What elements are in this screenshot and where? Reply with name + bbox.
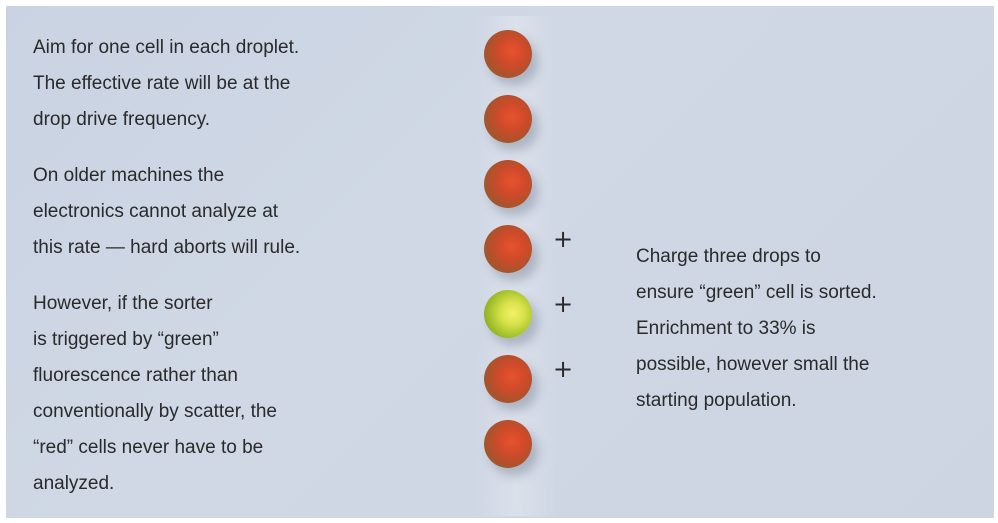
charge-plus-sign: + [553, 290, 574, 318]
text-line: possible, however small the [636, 354, 870, 375]
diagram-panel: Aim for one cell in each droplet. The ef… [6, 6, 994, 518]
red-droplet [484, 420, 532, 468]
text-line: Charge three drops to [636, 246, 821, 267]
text-line: fluorescence rather than [33, 365, 238, 386]
paragraph-green-trigger: However, if the sorter is triggered by “… [33, 286, 277, 502]
text-line: The effective rate will be at the [33, 73, 291, 94]
text-line: Aim for one cell in each droplet. [33, 37, 300, 58]
text-line: analyzed. [33, 473, 115, 494]
red-droplet [484, 95, 532, 143]
text-line: “red” cells never have to be [33, 437, 264, 458]
text-line: drop drive frequency. [33, 109, 211, 130]
red-droplet [484, 160, 532, 208]
charge-plus-sign: + [553, 355, 574, 383]
text-line: starting population. [636, 390, 797, 411]
paragraph-charge-three-drops: Charge three drops to ensure “green” cel… [636, 239, 877, 419]
text-line: ensure “green” cell is sorted. [636, 282, 877, 303]
charge-plus-sign: + [553, 225, 574, 253]
red-droplet [484, 355, 532, 403]
text-line: is triggered by “green” [33, 329, 219, 350]
text-line: On older machines the [33, 165, 225, 186]
text-line: conventionally by scatter, the [33, 401, 277, 422]
text-line: However, if the sorter [33, 293, 213, 314]
text-line: this rate — hard aborts will rule. [33, 237, 301, 258]
text-line: electronics cannot analyze at [33, 201, 279, 222]
text-line: Enrichment to 33% is [636, 318, 816, 339]
paragraph-one-cell-per-droplet: Aim for one cell in each droplet. The ef… [33, 30, 299, 138]
paragraph-older-machines: On older machines the electronics cannot… [33, 158, 300, 266]
red-droplet [484, 30, 532, 78]
red-droplet [484, 225, 532, 273]
green-droplet [484, 290, 532, 338]
